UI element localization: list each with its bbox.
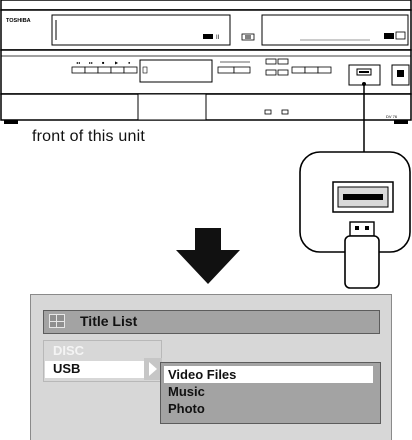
title-list-heading: Title List [80,313,138,329]
brand-logo: TOSHIBA [6,18,31,24]
usb-port-callout [299,82,411,289]
title-bar: Title List [43,310,380,334]
svg-text:II: II [216,35,220,41]
menu-item-disc[interactable]: DISC [53,343,85,358]
svg-text:DV 76: DV 76 [386,114,398,119]
svg-text:▶: ▶ [115,60,119,65]
submenu-item-music[interactable]: Music [168,384,205,399]
title-list-screen: Title List DISC USB Video Files Music Ph… [30,294,392,440]
svg-text:◂◂: ◂◂ [76,60,80,65]
submenu-item-video-files[interactable]: Video Files [164,366,373,383]
source-menu: DISC USB [43,340,162,382]
usb-submenu: Video Files Music Photo [160,362,381,424]
svg-text:■: ■ [102,60,105,65]
device-caption: front of this unit [32,128,145,145]
submenu-item-photo[interactable]: Photo [168,401,205,416]
usb-stick-icon [344,221,380,289]
menu-arrow-icon [144,358,162,380]
down-arrow-icon [176,228,240,284]
title-list-icon [49,314,65,328]
menu-item-usb[interactable]: USB [45,361,157,378]
svg-text:●: ● [128,60,131,65]
svg-text:▸▸: ▸▸ [89,60,93,65]
dvd-recorder-front-panel: TOSHIBA II ◂◂ ▸▸ ■ ▶ ● [0,0,412,124]
menu-item-usb-label: USB [53,361,81,376]
